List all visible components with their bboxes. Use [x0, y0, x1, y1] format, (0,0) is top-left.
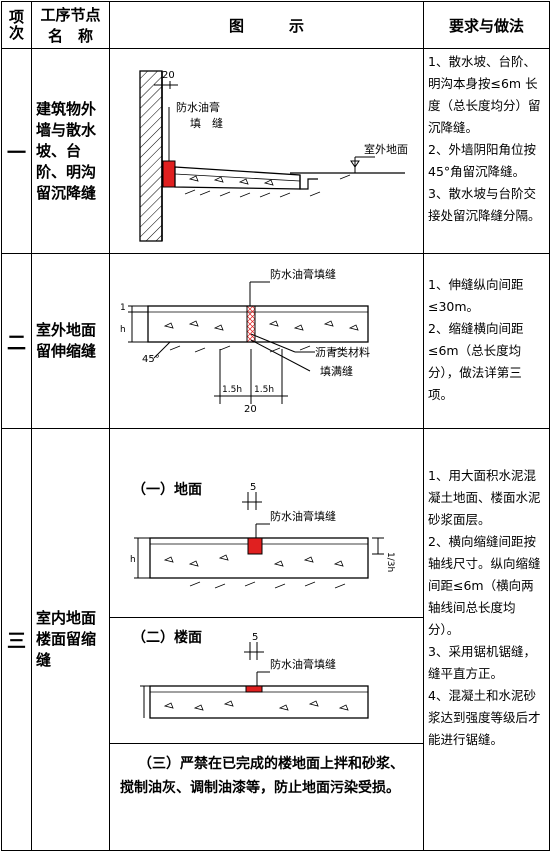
requirement-item: 3、散水坡与台阶交接处留沉降缝分隔。: [428, 186, 541, 223]
floor-joint-diagrams: （一）地面 5 防水油膏填缝 h: [109, 428, 424, 851]
concrete-marks: [163, 553, 344, 567]
warning-note: （三）严禁在已完成的楼地面上拌和砂浆、搅制油灰、调制油漆等，防止地面污染受损。: [120, 755, 404, 796]
ground-floor-figure: （一）地面 5 防水油膏填缝 h: [130, 481, 395, 588]
dim-1-label: 1: [120, 303, 126, 313]
expansion-joint-figure: 防水油膏填缝 1 h 45°: [120, 267, 370, 415]
process-name: 室内地面楼面留缩缝: [31, 428, 110, 851]
header-process-node: 工序节点名 称: [31, 1, 110, 49]
ground-title: （一）地面: [132, 481, 202, 498]
floor-slab-panel: （二）楼面 5 防水油膏填缝: [110, 618, 423, 744]
requirements-cell: 1、散水坡、台阶、明沟本身按≤6m 长度（总长度均分）留沉降缝。 2、外墙阴阳角…: [423, 48, 550, 254]
label-outdoor-ground: 室外地面: [364, 142, 408, 156]
requirement-item: 2、缩缝横向间距≤6m（总长度均分），做法详第三项。: [428, 321, 524, 402]
header-diagram: 图 示: [109, 1, 424, 49]
requirement-item: 2、横向缩缝间距按轴线尺寸。纵向缩缝间距≤6m（横向两轴线间总长度均分）。: [428, 534, 541, 637]
label-sealant: 防水油膏: [176, 100, 220, 114]
header-item-no: 项次: [1, 1, 32, 49]
requirement-item: 1、伸缝纵向间距≤30m。: [428, 277, 524, 314]
label-asphalt-material: 沥青类材料: [315, 345, 370, 359]
sealant-block: [247, 537, 263, 554]
apron-slab: [174, 166, 301, 190]
dim-20-label: 20: [244, 404, 257, 415]
floor-title: （二）楼面: [132, 629, 202, 646]
process-name: 室外地面留伸缩缝: [31, 253, 110, 429]
sealant-block: [162, 160, 176, 188]
filled-joint: [246, 305, 256, 343]
dim-5-label: 5: [250, 482, 256, 493]
dim-1-5h-left: 1.5h: [222, 385, 242, 395]
header-row: 项次 工序节点名 称 图 示 要求与做法: [1, 1, 550, 49]
angle-label: 45°: [142, 354, 160, 365]
requirement-item: 3、采用锯机锯缝，缝平直方正。: [428, 644, 536, 681]
dim-h-label: h: [120, 325, 126, 335]
dim-5-label: 5: [252, 632, 258, 643]
dim-20-label: 20: [162, 70, 175, 81]
label-sealant-top: 防水油膏填缝: [270, 267, 336, 281]
dim-third-h: 1/3h: [385, 552, 395, 572]
requirement-item: 2、外墙阴阳角位按45°角留沉降缝。: [428, 142, 536, 179]
row-number: 二: [1, 253, 32, 429]
ground-floor-panel: （一）地面 5 防水油膏填缝 h: [110, 472, 423, 618]
wall-hatch: [139, 70, 163, 242]
table-row: 一 建筑物外墙与散水坡、台阶、明沟留沉降缝 20: [1, 48, 550, 254]
dim-h-label: h: [130, 555, 136, 565]
label-sealant: 防水油膏填缝: [270, 657, 336, 671]
settlement-joint-diagram: 20 防水油膏 填 缝: [109, 48, 424, 254]
floor-slab-figure: （二）楼面 5 防水油膏填缝: [132, 629, 369, 719]
concrete-marks: [163, 699, 349, 711]
requirement-item: 1、用大面积水泥混凝土地面、楼面水泥砂浆面层。: [428, 468, 541, 527]
requirement-item: 1、散水坡、台阶、明沟本身按≤6m 长度（总长度均分）留沉降缝。: [428, 54, 541, 135]
sealant-block: [245, 685, 263, 692]
label-fill-full: 填满缝: [320, 364, 353, 378]
process-name: 建筑物外墙与散水坡、台阶、明沟留沉降缝: [31, 48, 110, 254]
requirements-cell: 1、伸缝纵向间距≤30m。 2、缩缝横向间距≤6m（总长度均分），做法详第三项。: [423, 253, 550, 429]
table-row: 二 室外地面留伸缩缝 防水油膏填缝: [1, 253, 550, 429]
table-row: 三 室内地面楼面留缩缝 （一）地面 5 防水油膏填缝: [1, 428, 550, 851]
concrete-marks: [188, 175, 274, 186]
soil-marks: [184, 174, 351, 198]
settlement-joint-figure: 20 防水油膏 填 缝: [139, 70, 408, 242]
concrete-marks: [163, 320, 359, 331]
dim-1-5h-right: 1.5h: [254, 385, 274, 395]
header-requirements: 要求与做法: [423, 1, 550, 49]
label-sealant: 防水油膏填缝: [270, 509, 336, 523]
row-number: 一: [1, 48, 32, 254]
requirements-cell: 1、用大面积水泥混凝土地面、楼面水泥砂浆面层。 2、横向缩缝间距按轴线尺寸。纵向…: [423, 428, 550, 851]
soil-marks: [189, 581, 346, 588]
row-number: 三: [1, 428, 32, 851]
expansion-joint-diagram: 防水油膏填缝 1 h 45°: [109, 253, 424, 429]
label-fill-joint: 填 缝: [190, 116, 223, 130]
requirement-item: 4、混凝土和水泥砂浆达到强度等级后才能进行锯缝。: [428, 688, 541, 747]
